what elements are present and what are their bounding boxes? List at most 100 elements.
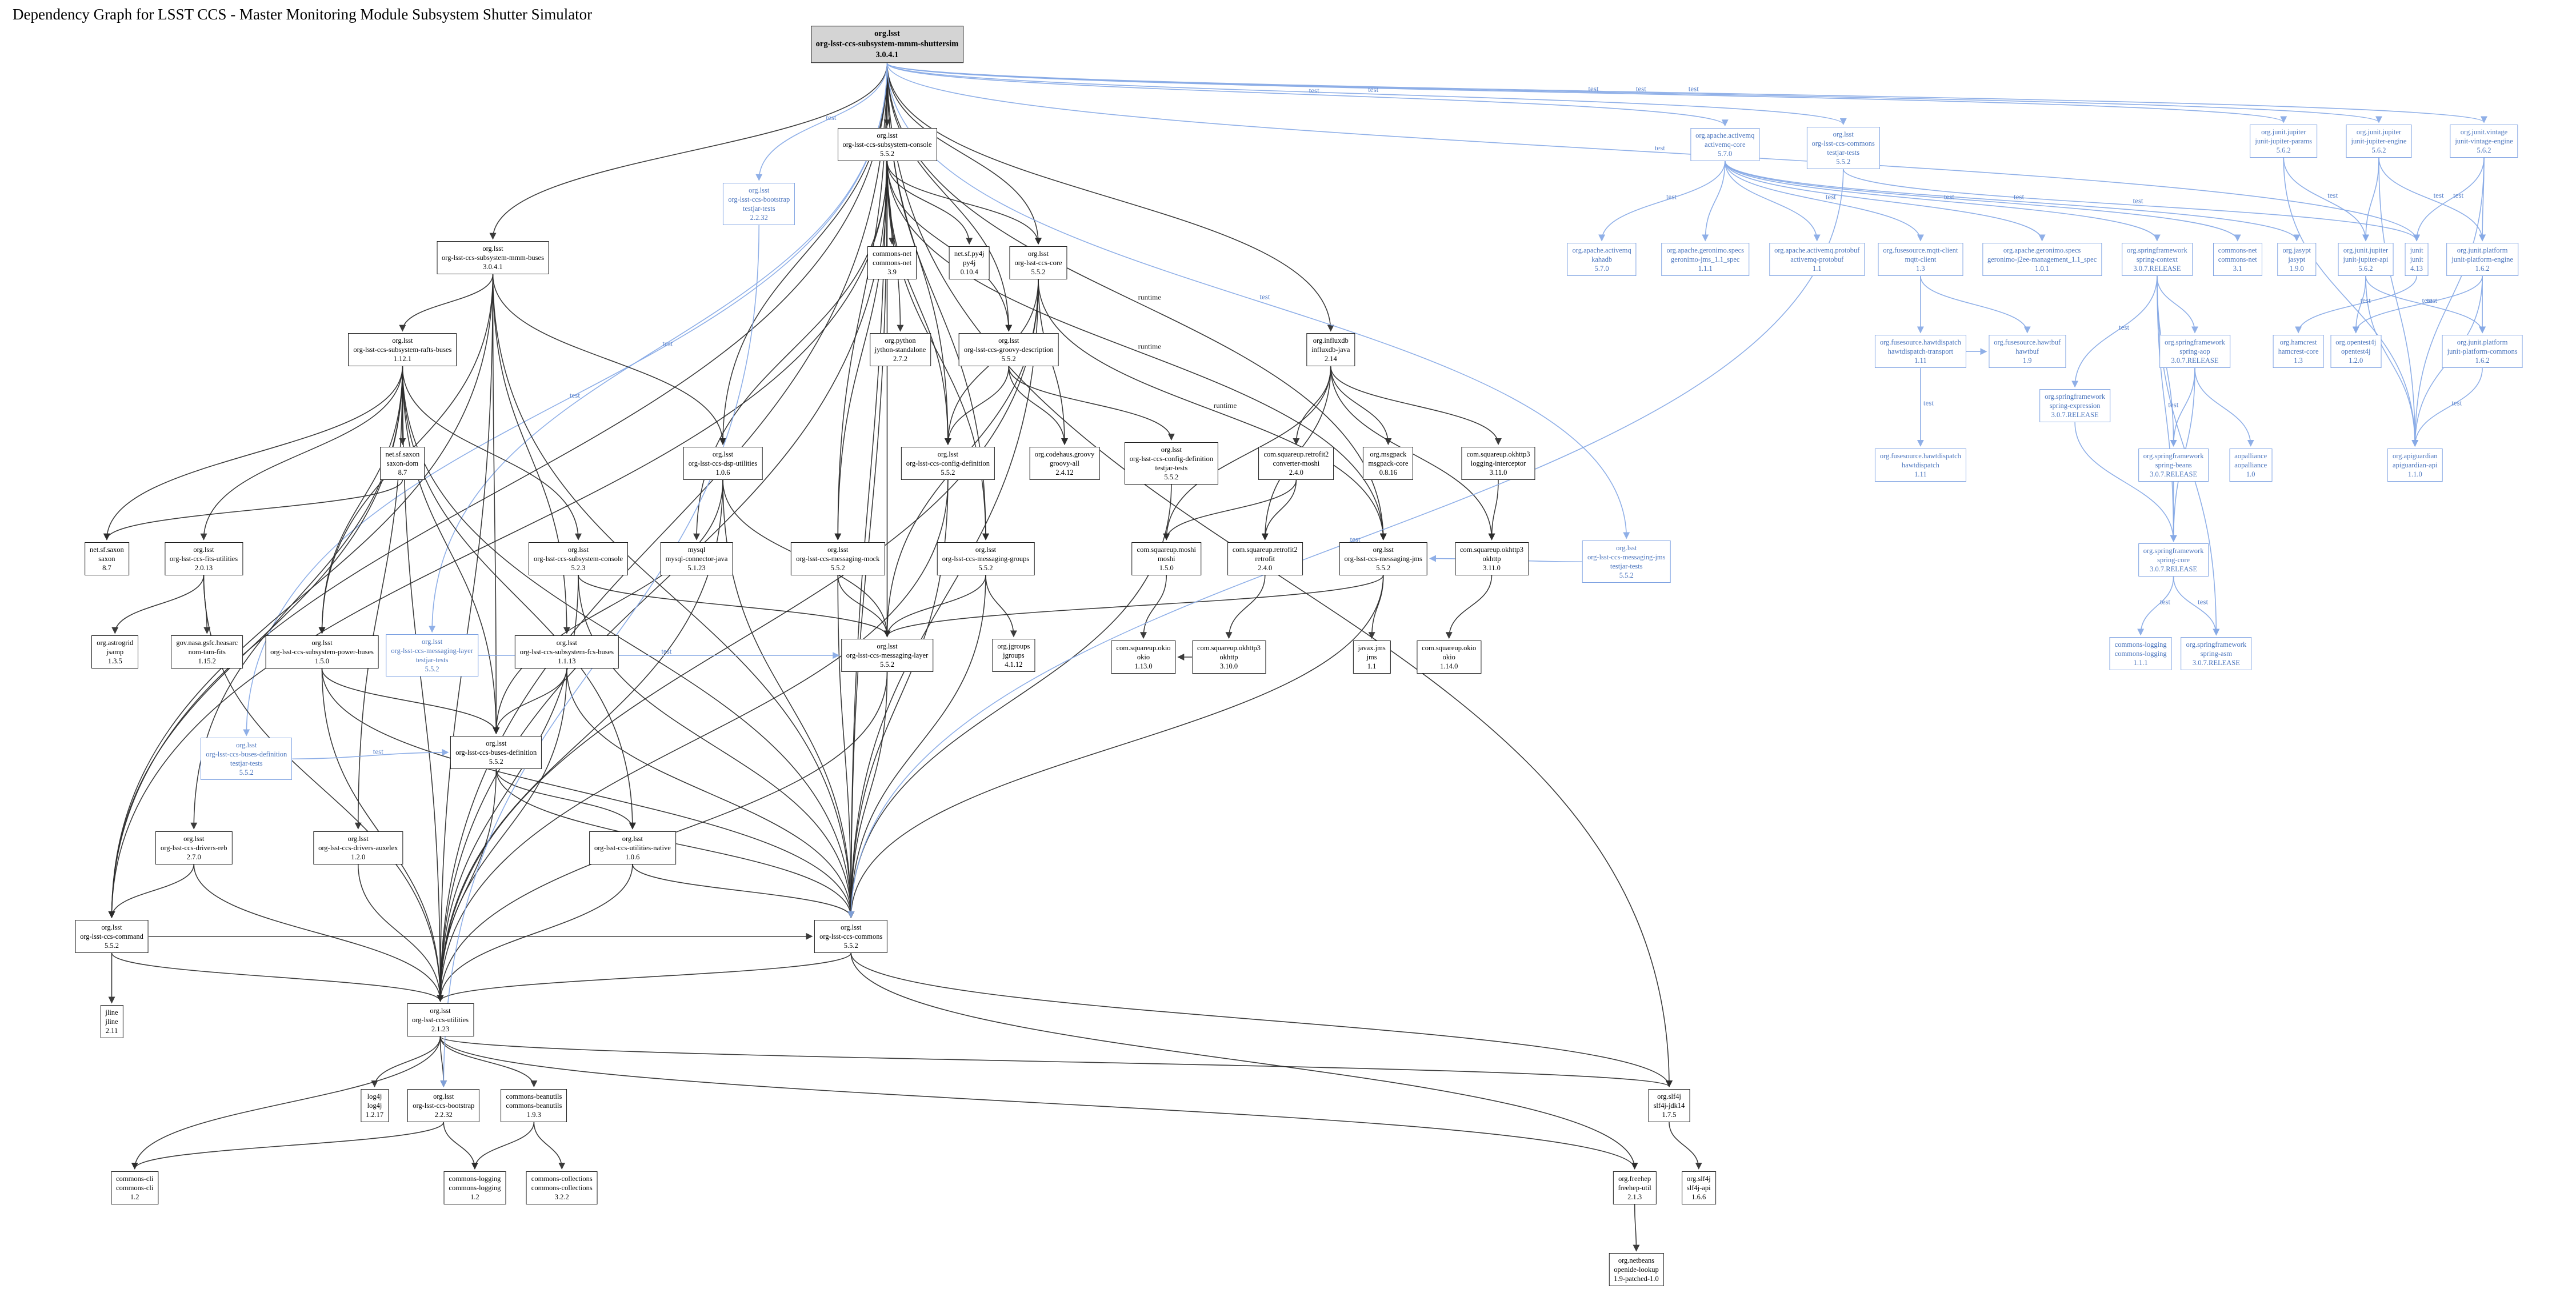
dep-node-label: 3.10.0 [1219, 662, 1238, 670]
dep-node-label: mqtt-client [1905, 255, 1937, 264]
dep-node-label: 5.5.2 [1619, 571, 1634, 580]
dep-edge-jv_engine-junit [2413, 158, 2485, 242]
dep-edge-activemq-commons_net31 [1724, 161, 2241, 242]
dep-node-label: org.fusesource.mqtt-client [1883, 246, 1958, 255]
dep-node-label: org.lsst [556, 639, 577, 647]
dep-node-label: com.squareup.okio [1422, 644, 1477, 652]
dep-node-label: org.junit.platform [2457, 338, 2508, 347]
dep-edge-jj_api-opentest4j [2352, 276, 2366, 334]
dep-node-label: junit-jupiter-params [2255, 137, 2313, 146]
dep-edge-beanutils-commons_logging [471, 1122, 535, 1170]
dep-node-label: 1.15.2 [198, 657, 216, 666]
dep-edge-rafts_buses-power_buses [318, 366, 403, 634]
dep-edge-mqtt-hawtbuf [1920, 276, 2031, 334]
dep-edge-spring_aop-aopalliance [2194, 368, 2254, 447]
dep-node-label: 8.7 [398, 468, 407, 477]
dep-node-label: slf4j-jdk14 [1653, 1101, 1685, 1110]
dep-node-label: jline [105, 1018, 118, 1026]
dep-node-label: 1.3.5 [107, 657, 122, 666]
dep-node-label: testjar-tests [1610, 562, 1643, 571]
dep-node-label: 2.1.3 [1627, 1192, 1642, 1201]
edge-label-test: test [2160, 597, 2170, 606]
dep-node-label: 5.6.2 [2371, 146, 2386, 155]
dep-node-label: org.lsst [1373, 545, 1394, 554]
dep-node-label: org.apache.activemq [1572, 246, 1631, 255]
dep-edge-activemq-kahadb [1598, 161, 1726, 242]
dep-node-label: 1.1 [1812, 265, 1822, 273]
dep-edge-power_buses-commons [321, 668, 855, 918]
dep-node-label: 0.10.4 [960, 268, 978, 276]
dep-node-label: org.junit.jupiter [2261, 128, 2306, 137]
dep-edge-utilities-commons_cli [131, 1036, 441, 1170]
dep-node-label: 1.0.6 [715, 468, 730, 477]
dep-node-label: org.lsst [433, 1092, 454, 1100]
dep-node-label: 1.9 [2022, 357, 2032, 365]
dep-node-label: org.lsst [1616, 544, 1637, 553]
dep-edge-jj_api-jp_commons [2365, 276, 2486, 334]
dep-node-label: testjar-tests [1827, 148, 1860, 157]
dep-node-label: org.slf4j [1686, 1174, 1711, 1183]
dep-node-label: spring-aop [2179, 347, 2210, 356]
dep-edge-jv_engine-apiguardian [2411, 158, 2485, 447]
dep-node-label: 3.0.7.RELEASE [2051, 411, 2099, 419]
dep-node-label: spring-core [2157, 556, 2190, 565]
dep-node-label: com.squareup.okio [1116, 644, 1171, 652]
dep-node-label: org-lsst-ccs-buses-definition [455, 748, 537, 756]
dep-edge-msg_groups-msg_layer [883, 575, 986, 638]
dep-node-label: 3.11.0 [1483, 563, 1501, 572]
dep-edge-utilities-log4j [371, 1036, 441, 1088]
dep-edge-power_buses-buses_def [321, 668, 500, 734]
dep-node-label: 5.5.2 [239, 768, 254, 777]
dep-edge-saxon_dom-saxon [103, 479, 403, 541]
dep-node-label: org-lsst-ccs-messaging-layer [391, 647, 473, 655]
dep-edge-console-msg_mock [834, 161, 888, 541]
edge-label-test: test [661, 647, 671, 655]
dep-node-label: net.sf.saxon [385, 450, 420, 458]
dep-edge-msg_mock-msg_layer [837, 575, 891, 638]
dep-node-label: org.lsst [1833, 130, 1854, 138]
dep-node-label: org-lsst-ccs-commons [1811, 139, 1875, 147]
dep-node-label: 1.0.6 [625, 852, 640, 861]
dep-edge-moshi-okio_113 [1140, 575, 1167, 639]
dep-node-label: spring-context [2136, 255, 2178, 264]
dep-node-label: 5.6.2 [2276, 146, 2291, 155]
dep-edge-console-py4j [886, 161, 973, 245]
dep-node-label: commons-logging [2114, 650, 2167, 658]
dep-node-label: org.lsst [712, 450, 734, 458]
dep-edge-jj_api-apiguardian [2365, 276, 2419, 447]
dep-edge-jj_engine-jj_api [2362, 158, 2379, 242]
dep-node-label: 5.6.2 [2358, 265, 2373, 273]
dep-node-label: org.astrogrid [97, 639, 134, 647]
dep-edge-ccs_core-msg_jms [1038, 279, 1387, 541]
dep-node-label: 4.1.12 [1005, 660, 1023, 669]
dep-node-label: 3.2.2 [554, 1192, 569, 1201]
dep-node-label: testjar-tests [742, 204, 775, 213]
dep-edge-root-junit [886, 63, 2420, 242]
dep-node-label: converter-moshi [1273, 459, 1320, 467]
dep-node-label: org.opentest4j [2335, 338, 2377, 347]
dep-edge-drivers_aux-utilities [357, 864, 444, 1002]
dep-edge-rafts_buses-fits_utils [200, 366, 403, 541]
dep-node-label: jython-standalone [874, 346, 926, 354]
dep-node-label: org.slf4j [1657, 1092, 1681, 1100]
dep-node-label: org.fusesource.hawtbuf [1994, 338, 2061, 347]
edge-label-test: test [1309, 86, 1319, 94]
